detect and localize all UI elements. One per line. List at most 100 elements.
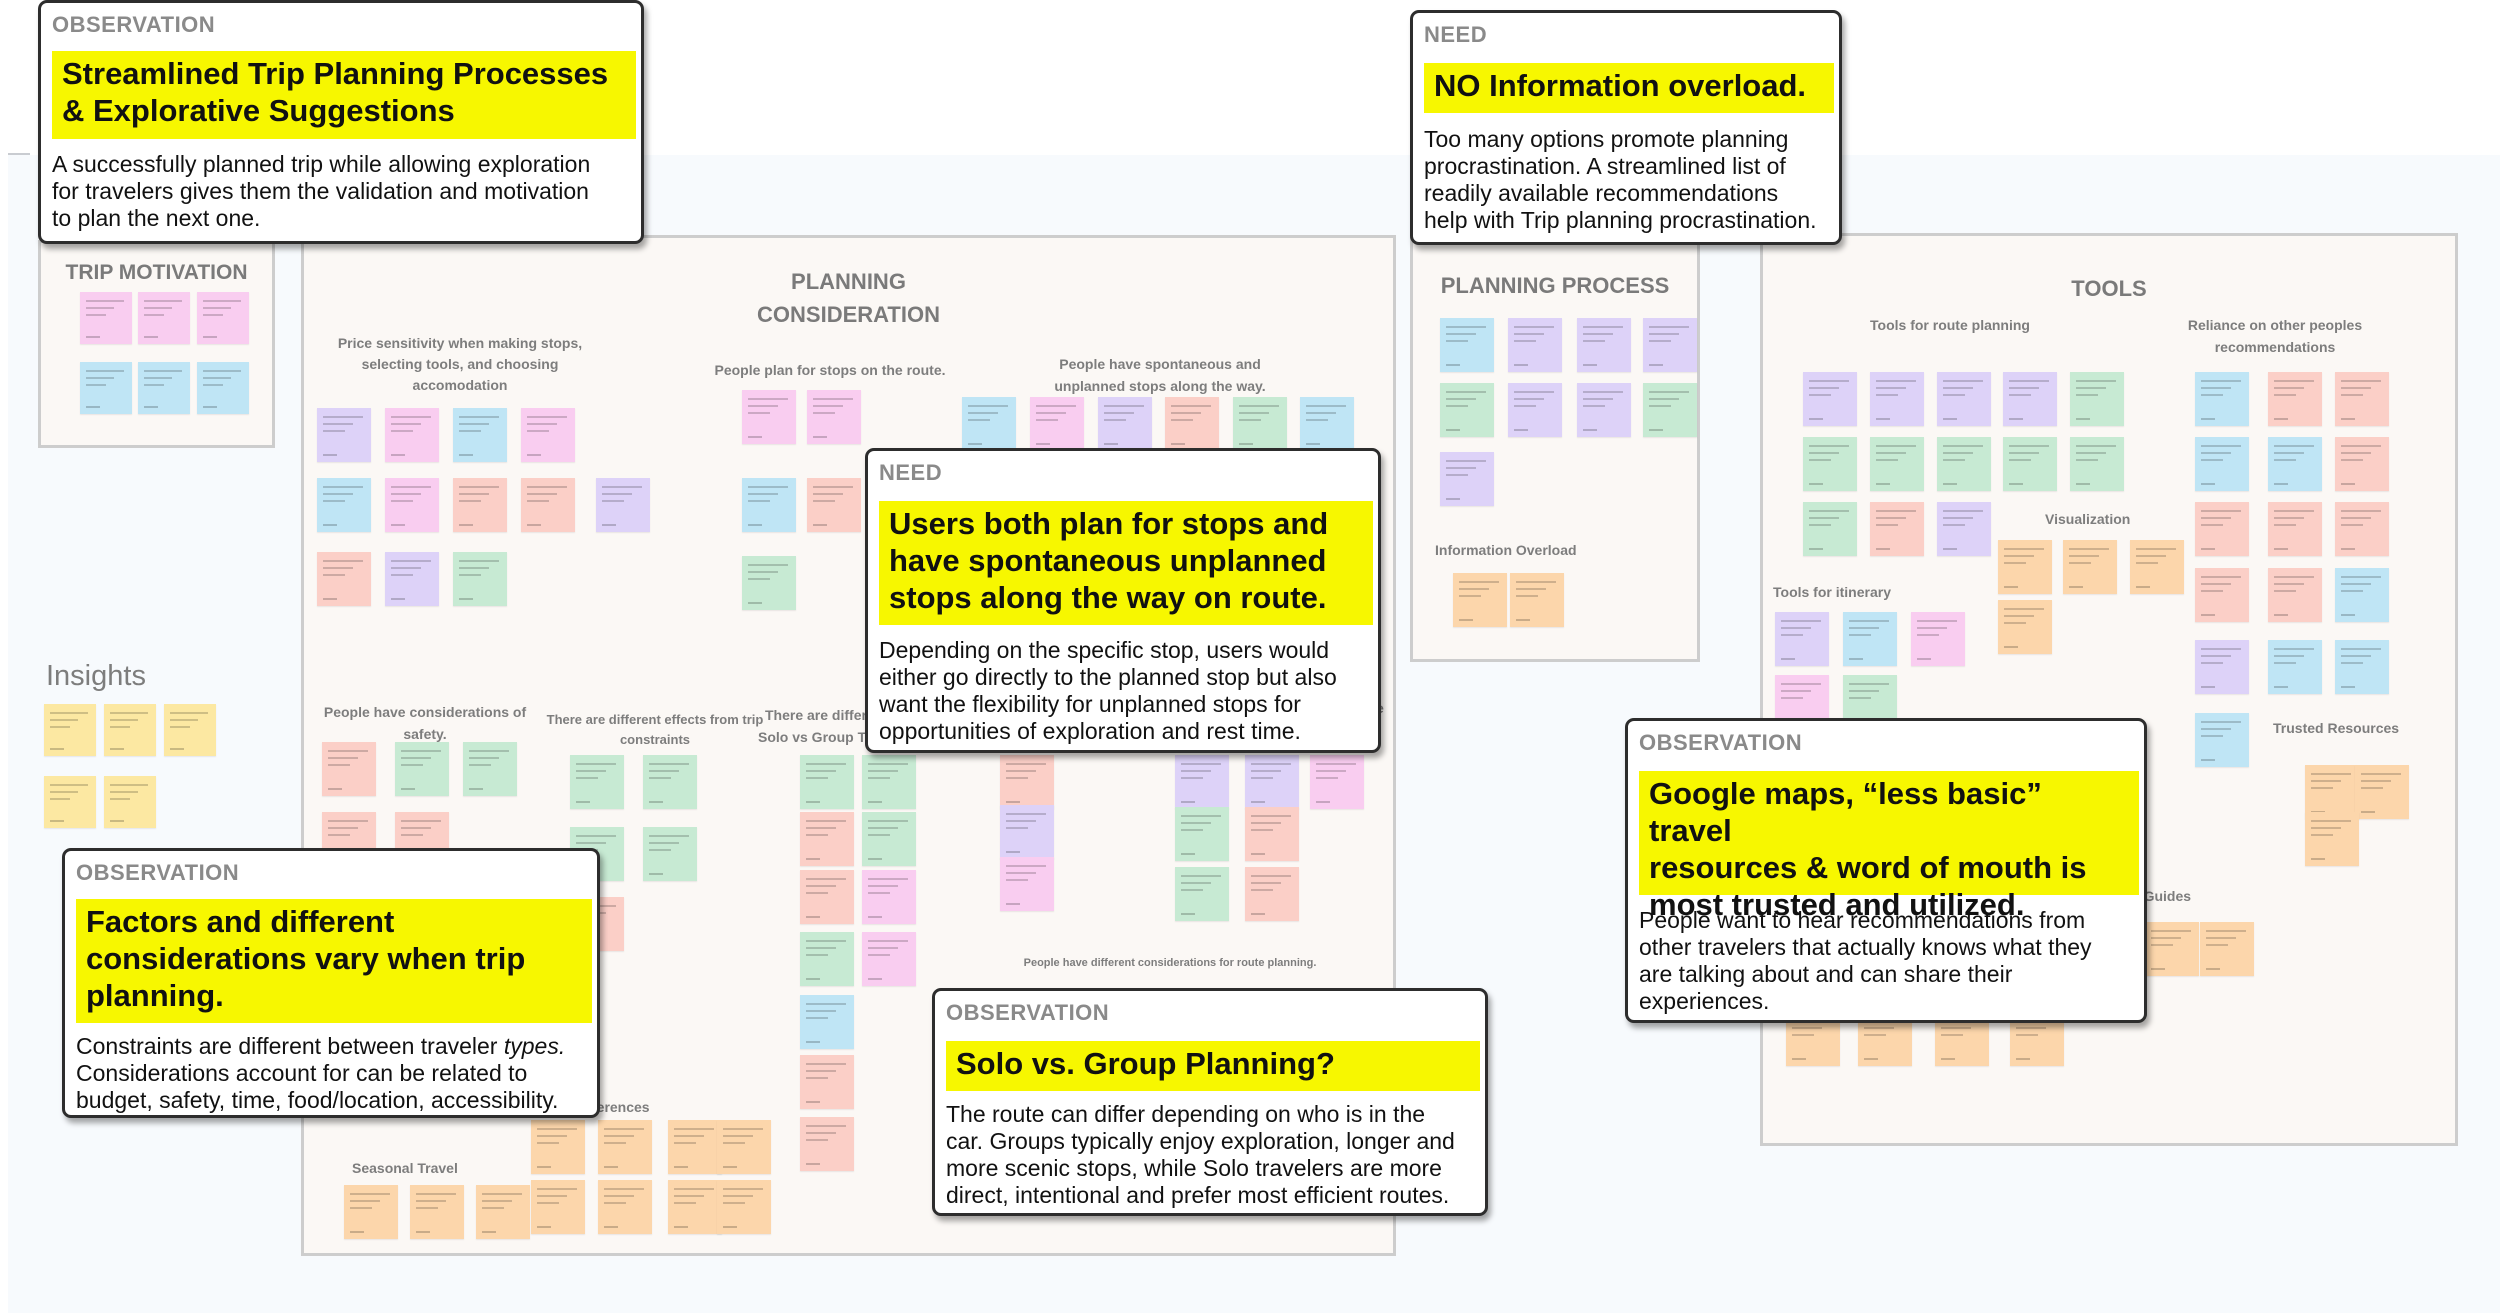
sticky-note[interactable] <box>668 1180 722 1234</box>
sticky-note[interactable] <box>1440 318 1494 372</box>
observation-card-factors[interactable]: OBSERVATION Factors and different consid… <box>62 848 600 1118</box>
sticky-note[interactable] <box>104 776 156 828</box>
sticky-note[interactable] <box>2195 372 2249 426</box>
sticky-note[interactable] <box>1775 612 1829 666</box>
sticky-note[interactable] <box>2335 372 2389 426</box>
sticky-note[interactable] <box>463 742 517 796</box>
sticky-note[interactable] <box>476 1185 530 1239</box>
sticky-note[interactable] <box>643 827 697 881</box>
sticky-note[interactable] <box>1643 318 1697 372</box>
sticky-note[interactable] <box>862 932 916 986</box>
sticky-note[interactable] <box>800 1117 854 1171</box>
sticky-note[interactable] <box>742 478 796 532</box>
sticky-note[interactable] <box>2063 540 2117 594</box>
sticky-note[interactable] <box>807 390 861 444</box>
sticky-note[interactable] <box>385 408 439 462</box>
sticky-note[interactable] <box>2268 568 2322 622</box>
sticky-note[interactable] <box>800 932 854 986</box>
sticky-note[interactable] <box>1165 397 1219 451</box>
sticky-note[interactable] <box>2305 812 2359 866</box>
sticky-note[interactable] <box>104 704 156 756</box>
sticky-note[interactable] <box>521 408 575 462</box>
sticky-note[interactable] <box>962 397 1016 451</box>
sticky-note[interactable] <box>317 552 371 606</box>
sticky-note[interactable] <box>1310 755 1364 809</box>
sticky-note[interactable] <box>1643 383 1697 437</box>
sticky-note[interactable] <box>1937 502 1991 556</box>
sticky-note[interactable] <box>385 478 439 532</box>
sticky-note[interactable] <box>164 704 216 756</box>
sticky-note[interactable] <box>453 478 507 532</box>
sticky-note[interactable] <box>2268 372 2322 426</box>
sticky-note[interactable] <box>521 478 575 532</box>
sticky-note[interactable] <box>453 552 507 606</box>
sticky-note[interactable] <box>1803 502 1857 556</box>
sticky-note[interactable] <box>2195 713 2249 767</box>
sticky-note[interactable] <box>1998 600 2052 654</box>
sticky-note[interactable] <box>2200 922 2254 976</box>
sticky-note[interactable] <box>531 1120 585 1174</box>
sticky-note[interactable] <box>1000 805 1054 859</box>
sticky-note[interactable] <box>1577 318 1631 372</box>
frame-trip-motivation[interactable]: TRIP MOTIVATION <box>38 240 275 448</box>
sticky-note[interactable] <box>344 1185 398 1239</box>
sticky-note[interactable] <box>643 755 697 809</box>
sticky-note[interactable] <box>1175 867 1229 921</box>
sticky-note[interactable] <box>1453 573 1507 627</box>
sticky-note[interactable] <box>717 1180 771 1234</box>
sticky-note[interactable] <box>2335 502 2389 556</box>
sticky-note[interactable] <box>2070 437 2124 491</box>
sticky-note[interactable] <box>1870 372 1924 426</box>
sticky-note[interactable] <box>1911 612 1965 666</box>
sticky-note[interactable] <box>742 556 796 610</box>
sticky-note[interactable] <box>197 362 249 414</box>
sticky-note[interactable] <box>138 362 190 414</box>
sticky-note[interactable] <box>800 870 854 924</box>
sticky-note[interactable] <box>717 1120 771 1174</box>
sticky-note[interactable] <box>317 408 371 462</box>
sticky-note[interactable] <box>1233 397 1287 451</box>
sticky-note[interactable] <box>800 995 854 1049</box>
sticky-note[interactable] <box>531 1180 585 1234</box>
sticky-note[interactable] <box>2355 765 2409 819</box>
sticky-note[interactable] <box>1843 612 1897 666</box>
sticky-note[interactable] <box>1803 437 1857 491</box>
sticky-note[interactable] <box>1030 397 1084 451</box>
sticky-note[interactable] <box>596 478 650 532</box>
sticky-note[interactable] <box>598 1180 652 1234</box>
sticky-note[interactable] <box>800 812 854 866</box>
sticky-note[interactable] <box>598 1120 652 1174</box>
sticky-note[interactable] <box>1245 755 1299 809</box>
sticky-note[interactable] <box>1803 372 1857 426</box>
sticky-note[interactable] <box>2003 437 2057 491</box>
sticky-note[interactable] <box>197 292 249 344</box>
sticky-note[interactable] <box>1870 502 1924 556</box>
sticky-note[interactable] <box>1175 807 1229 861</box>
sticky-note[interactable] <box>2268 502 2322 556</box>
sticky-note[interactable] <box>1300 397 1354 451</box>
sticky-note[interactable] <box>2195 640 2249 694</box>
sticky-note[interactable] <box>862 870 916 924</box>
sticky-note[interactable] <box>1510 573 1564 627</box>
sticky-note[interactable] <box>1440 452 1494 506</box>
sticky-note[interactable] <box>800 755 854 809</box>
sticky-note[interactable] <box>862 812 916 866</box>
sticky-note[interactable] <box>1000 755 1054 809</box>
sticky-note[interactable] <box>742 390 796 444</box>
sticky-note[interactable] <box>44 704 96 756</box>
sticky-note[interactable] <box>2305 765 2359 819</box>
sticky-note[interactable] <box>1175 755 1229 809</box>
sticky-note[interactable] <box>2268 437 2322 491</box>
sticky-note[interactable] <box>1508 383 1562 437</box>
observation-card-streamlined[interactable]: OBSERVATION Streamlined Trip Planning Pr… <box>38 0 644 244</box>
sticky-note[interactable] <box>2335 437 2389 491</box>
sticky-note[interactable] <box>322 742 376 796</box>
sticky-note[interactable] <box>570 755 624 809</box>
sticky-note[interactable] <box>1098 397 1152 451</box>
sticky-note[interactable] <box>385 552 439 606</box>
sticky-note[interactable] <box>1508 318 1562 372</box>
sticky-note[interactable] <box>1440 383 1494 437</box>
sticky-note[interactable] <box>1577 383 1631 437</box>
sticky-note[interactable] <box>1870 437 1924 491</box>
need-card-no-overload[interactable]: NEED NO Information overload. Too many o… <box>1410 10 1842 245</box>
